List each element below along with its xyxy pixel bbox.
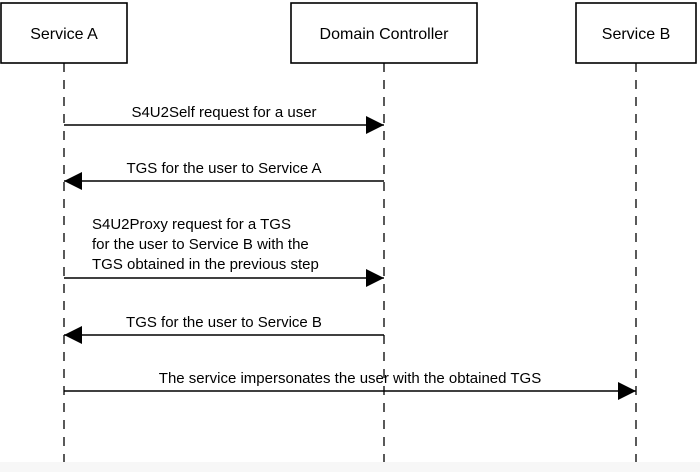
participant-service-a: Service A bbox=[0, 2, 128, 64]
message-label: The service impersonates the user with t… bbox=[159, 370, 541, 387]
message-impersonation: The service impersonates the user with t… bbox=[64, 370, 636, 400]
bottom-edge bbox=[0, 462, 700, 472]
message-s4u2proxy-request: S4U2Proxy request for a TGS for the user… bbox=[64, 216, 384, 287]
message-label: TGS for the user to Service B bbox=[126, 314, 322, 331]
participant-box bbox=[575, 2, 697, 64]
participant-label: Domain Controller bbox=[320, 26, 450, 43]
message-label-line-1: S4U2Proxy request for a TGS bbox=[92, 216, 291, 233]
message-label: S4U2Self request for a user bbox=[131, 104, 316, 121]
message-tgs-service-a: TGS for the user to Service A bbox=[64, 160, 384, 190]
message-s4u2self-request: S4U2Self request for a user bbox=[64, 104, 384, 134]
message-label-line-2: for the user to Service B with the bbox=[92, 236, 309, 253]
participant-service-b: Service B bbox=[575, 2, 697, 64]
participant-label: Service B bbox=[602, 26, 670, 43]
message-label-line-3: TGS obtained in the previous step bbox=[92, 256, 319, 273]
participant-label: Service A bbox=[30, 26, 98, 43]
message-label: TGS for the user to Service A bbox=[126, 160, 321, 177]
participant-box bbox=[290, 2, 478, 64]
message-tgs-service-b: TGS for the user to Service B bbox=[64, 314, 384, 344]
participant-box bbox=[0, 2, 128, 64]
participant-domain-controller: Domain Controller bbox=[290, 2, 478, 64]
